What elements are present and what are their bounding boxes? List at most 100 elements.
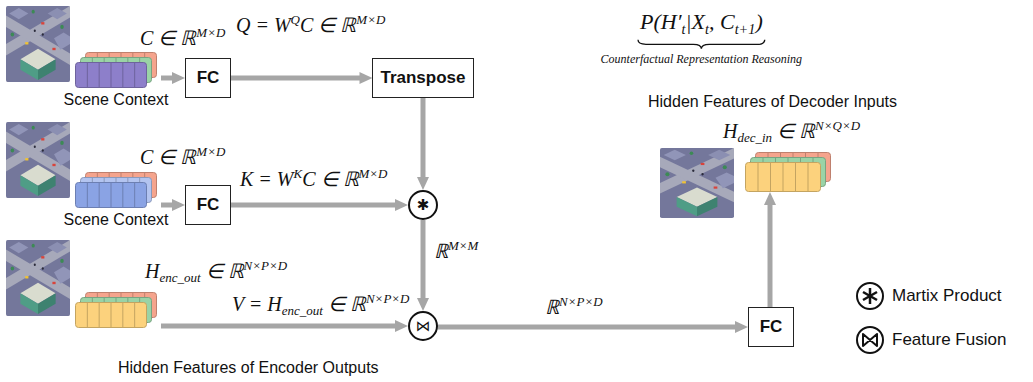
text-part: V = H <box>232 293 282 315</box>
text-part: N×P×D <box>244 258 288 273</box>
text-part: , C <box>709 9 735 34</box>
text-part: C ∈ ℝ <box>140 146 196 168</box>
feature-cell-divider <box>87 183 88 207</box>
transpose-box: Transpose <box>372 58 473 98</box>
flow-arrow <box>768 202 773 307</box>
feature-cell-divider <box>808 163 809 191</box>
scene-thumbnail <box>6 6 70 82</box>
text-part: enc_out <box>159 270 200 285</box>
text-part: M×D <box>359 166 388 181</box>
legend-entry: Feature Fusion <box>892 329 1006 350</box>
feature-cell-divider <box>87 63 88 87</box>
formula: C ∈ ℝM×D <box>140 144 225 170</box>
text-part: M×D <box>196 25 225 40</box>
fc-box: FC <box>185 58 231 98</box>
feature-stack: C ∈ ℝM×DScene Context <box>75 52 157 88</box>
formula: Henc_out ∈ ℝN×P×D <box>145 258 287 287</box>
text-part: Scene Context <box>64 211 169 228</box>
feature-stack: Hidden Features of Decoder InputsHdec_in… <box>745 152 831 192</box>
feature-stack-graphic <box>75 52 157 88</box>
caption: Hidden Features of Encoder Outputs <box>118 358 379 378</box>
text-part: H <box>723 120 737 142</box>
formula: Hdec_in∈ ℝN×Q×D <box>723 118 860 147</box>
formula: ℝM×M <box>434 238 478 264</box>
annotation: Counterfactual Representation Reasoning <box>601 52 803 67</box>
feature-stack: C ∈ ℝM×DScene Context <box>75 172 157 208</box>
text-part: N×P×D <box>559 294 603 309</box>
scene-thumbnail <box>6 122 70 198</box>
feature-cell-divider <box>87 303 88 327</box>
legend-fusion-symbol <box>857 327 883 353</box>
text-part: C ∈ ℝ <box>300 14 356 36</box>
text-part: M×D <box>196 144 225 159</box>
legend-label: Martix Product <box>892 286 1002 305</box>
feature-cell-divider <box>795 163 796 191</box>
formula: P(H′t|Xt, Ct+1) <box>640 8 763 39</box>
text-part: t <box>705 21 709 37</box>
text-part: C ∈ ℝ <box>302 168 358 190</box>
text-part: ℝ <box>545 296 559 318</box>
text-part: ∈ ℝ <box>328 293 366 315</box>
formula: K = WKC ∈ ℝM×D <box>240 166 388 192</box>
text-part: N×P×D <box>366 291 410 306</box>
underbrace <box>638 40 765 49</box>
flow-arrow <box>161 324 398 329</box>
flow-arrow <box>161 76 175 81</box>
feature-cell-divider <box>134 63 135 87</box>
feature-cell-divider <box>758 163 759 191</box>
text-part: M×M <box>448 238 478 253</box>
caption: Scene Context <box>64 210 169 230</box>
text-part: ∈ ℝ <box>777 120 815 142</box>
text-part: t+1 <box>735 21 756 37</box>
operator-symbol: ⋈ <box>416 319 431 334</box>
fc-box: FC <box>748 307 794 347</box>
feature-cell-divider <box>111 63 112 87</box>
feature-cell-divider <box>134 183 135 207</box>
legend-product-symbol <box>857 283 883 309</box>
flow-arrow <box>420 98 425 180</box>
box-label: FC <box>197 68 220 88</box>
text-part: K <box>294 166 303 181</box>
text-part: |X <box>685 9 705 34</box>
feature-layer <box>746 163 821 192</box>
feature-stack-graphic <box>75 292 157 328</box>
text-part: ℝ <box>434 240 448 262</box>
feature-stack-graphic <box>75 172 157 208</box>
text-part: t <box>681 21 685 37</box>
feature-cell-divider <box>783 163 784 191</box>
text-part: Counterfactual Representation Reasoning <box>601 52 803 66</box>
formula: ℝN×P×D <box>545 294 603 320</box>
feature-cell-divider <box>99 63 100 87</box>
text-part: ) <box>755 9 762 34</box>
text-part: dec_in <box>737 130 772 145</box>
flow-arrow <box>421 220 426 301</box>
flow-arrow <box>231 76 362 81</box>
text-part: Q = W <box>236 14 291 36</box>
feature-cell-divider <box>770 163 771 191</box>
box-label: Transpose <box>380 68 465 88</box>
box-label: FC <box>760 317 783 337</box>
feature-stack: Henc_out∈ ℝN×P×DHidden Features of Encod… <box>75 292 157 328</box>
text-part: Hidden Features of Encoder Outputs <box>118 359 379 376</box>
feature-cell-divider <box>111 183 112 207</box>
feature-layer <box>76 63 147 88</box>
operator-symbol: ✱ <box>417 198 430 213</box>
feature-cell-divider <box>122 63 123 87</box>
scene-thumbnail <box>660 148 734 218</box>
formula: C ∈ ℝM×D <box>140 25 225 51</box>
feature-stack-graphic <box>745 152 831 192</box>
formula: Q = WQC ∈ ℝM×D <box>236 12 385 38</box>
caption: Hidden Features of Decoder Inputs <box>648 92 897 112</box>
feature-cell-divider <box>134 303 135 327</box>
flow-arrow <box>231 203 398 208</box>
text-part: ∈ ℝ <box>206 260 244 282</box>
text-part: H <box>145 260 159 282</box>
caption: Scene Context <box>64 90 169 110</box>
text-part: enc_out <box>282 303 323 318</box>
feature-cell-divider <box>99 183 100 207</box>
text-part: Hidden Features of Decoder Inputs <box>648 93 897 110</box>
scene-thumbnail <box>6 240 70 316</box>
fc-box: FC <box>185 185 231 225</box>
text-part: M×D <box>356 12 385 27</box>
